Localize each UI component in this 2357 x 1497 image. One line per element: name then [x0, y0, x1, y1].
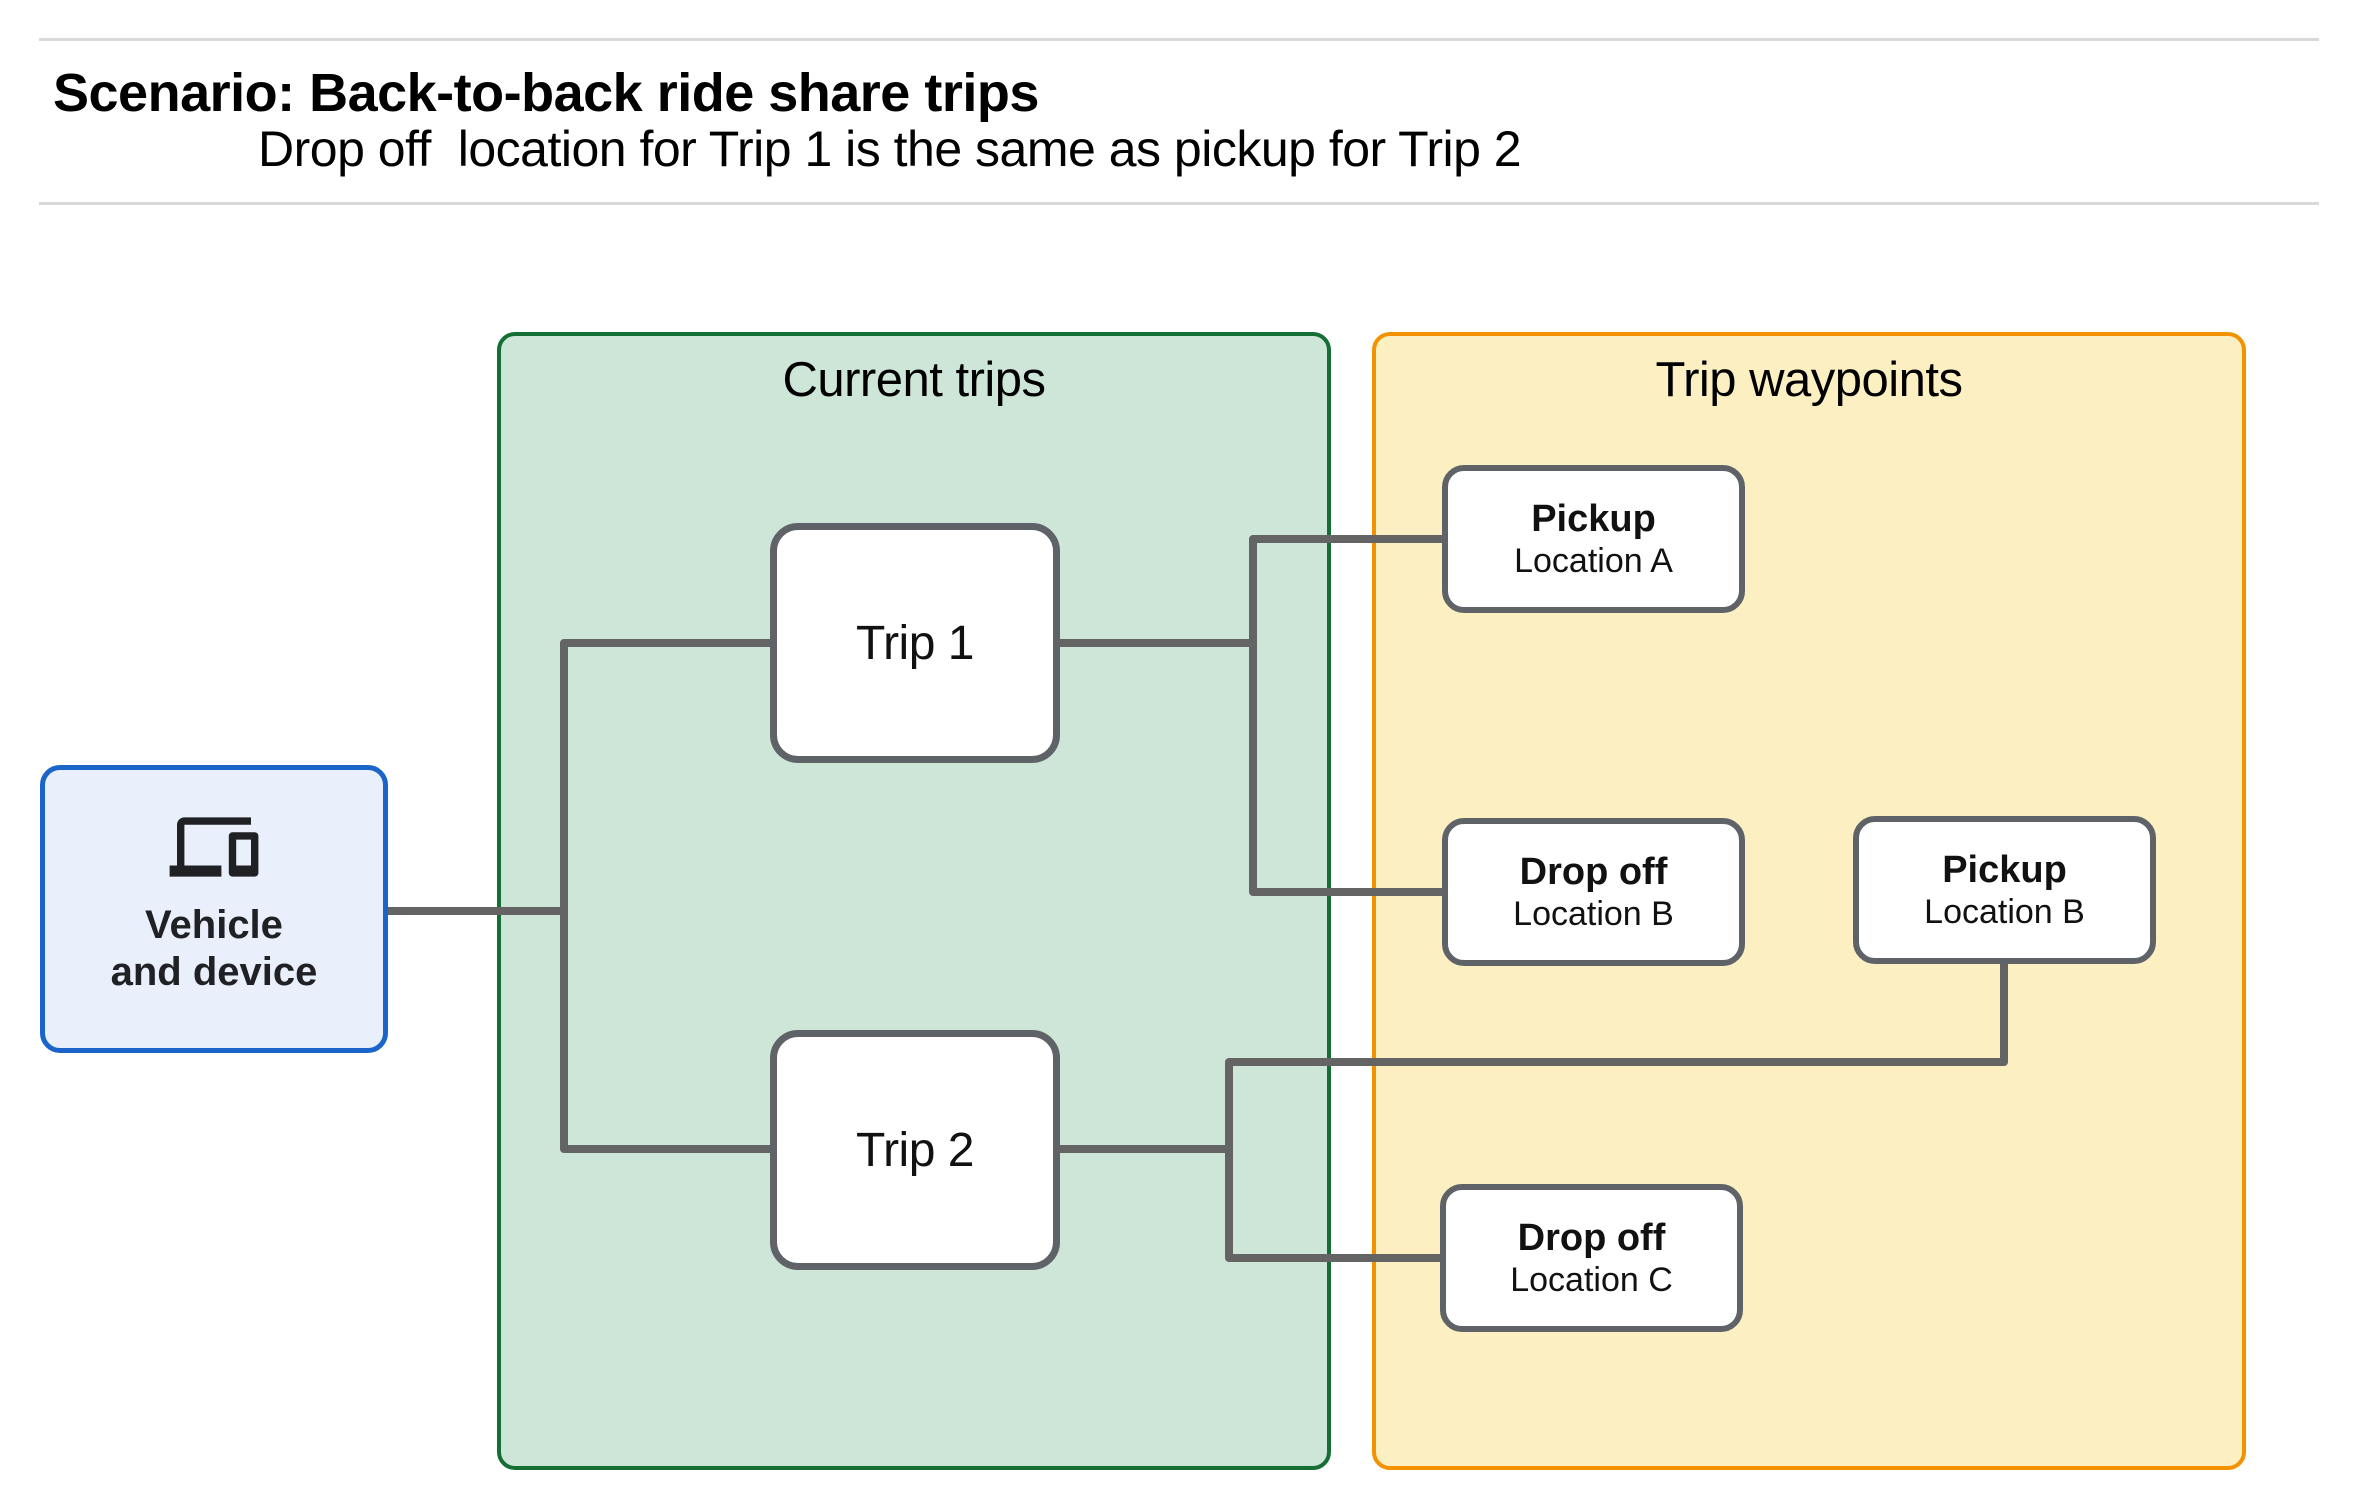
- waypoint-title: Drop off: [1519, 851, 1668, 893]
- trip-2-label: Trip 2: [856, 1123, 974, 1177]
- vehicle-label: Vehicle and device: [111, 902, 318, 996]
- waypoint-title: Drop off: [1517, 1217, 1666, 1259]
- waypoint-title: Pickup: [1942, 849, 2067, 891]
- page-subtitle: Drop off location for Trip 1 is the same…: [258, 121, 1522, 177]
- trip-1-label: Trip 1: [856, 616, 974, 670]
- devices-icon: [169, 817, 259, 877]
- trip-waypoints-title: Trip waypoints: [1655, 353, 1963, 407]
- page-title: Scenario: Back-to-back ride share trips: [53, 63, 1039, 123]
- waypoint-subtitle: Location C: [1510, 1261, 1673, 1299]
- header-top-divider: [39, 38, 2319, 41]
- waypoint-subtitle: Location B: [1924, 893, 2085, 931]
- trip-2-node: Trip 2: [770, 1030, 1060, 1270]
- waypoint-subtitle: Location B: [1513, 895, 1674, 933]
- header-bottom-divider: [39, 202, 2319, 205]
- waypoint-pickup-location-a: Pickup Location A: [1442, 465, 1745, 613]
- vehicle-label-line1: Vehicle: [145, 903, 283, 947]
- waypoint-title: Pickup: [1531, 498, 1656, 540]
- vehicle-and-device-node: Vehicle and device: [40, 765, 388, 1053]
- waypoint-pickup-location-b: Pickup Location B: [1853, 816, 2156, 964]
- trip-1-node: Trip 1: [770, 523, 1060, 763]
- waypoint-subtitle: Location A: [1514, 542, 1673, 580]
- waypoint-dropoff-location-b: Drop off Location B: [1442, 818, 1745, 966]
- vehicle-label-line2: and device: [110, 950, 318, 994]
- waypoint-dropoff-location-c: Drop off Location C: [1440, 1184, 1743, 1332]
- current-trips-title: Current trips: [782, 353, 1046, 407]
- current-trips-group: Current trips: [497, 332, 1331, 1470]
